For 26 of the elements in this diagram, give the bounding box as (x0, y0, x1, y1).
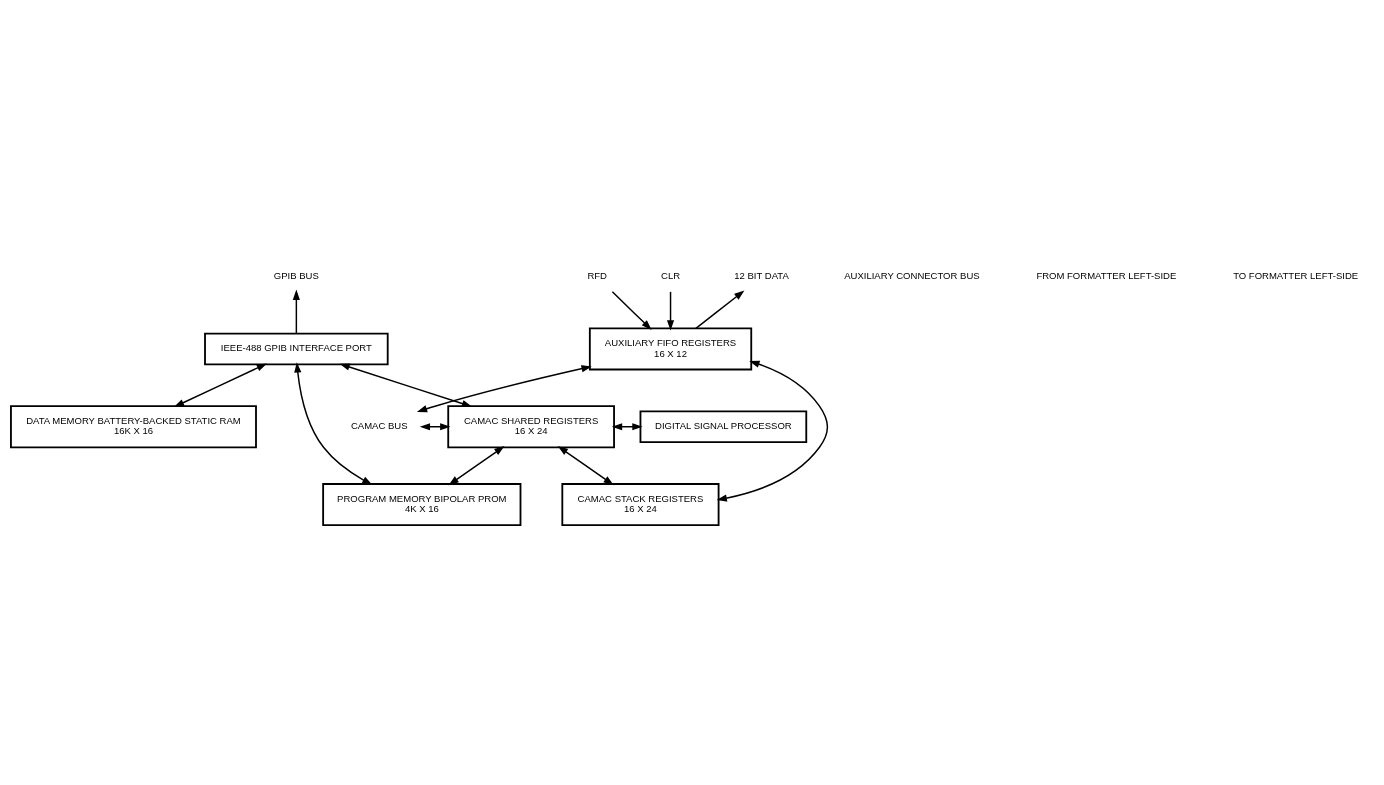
node-text: CLR (661, 269, 681, 281)
label: TO FORMATTER LEFT-SIDE (1233, 269, 1359, 281)
node-text: RFD (587, 269, 607, 281)
arrow (448, 445, 505, 485)
node-box: CAMAC STACK REGISTERS 16 X 24 (561, 482, 720, 526)
node-text: GPIB BUS (273, 269, 319, 281)
node-box: DIGITAL SIGNAL PROCESSOR (639, 409, 808, 443)
arrow (173, 362, 267, 407)
node-text: CAMAC BUS (350, 419, 408, 431)
arrow (416, 364, 592, 412)
node-text: 12 BIT DATA (734, 269, 789, 281)
arrow (294, 361, 373, 485)
label: AUXILIARY CONNECTOR BUS (844, 269, 980, 281)
arrow (611, 290, 652, 330)
node-box: PROGRAM MEMORY BIPOLAR PROM 4K X 16 (322, 482, 522, 526)
node-box: IEEE-488 GPIB INTERFACE PORT (204, 332, 389, 365)
arrow (695, 289, 745, 329)
node-box: DATA MEMORY BATTERY-BACKED STATIC RAM 16K X 16 (10, 404, 257, 448)
node-box: AUXILIARY FIFO REGISTERS 16 X 12 (588, 327, 753, 370)
arrow (557, 445, 614, 485)
arrow (339, 363, 473, 407)
arrow (716, 360, 829, 502)
label: FROM FORMATTER LEFT-SIDE (1036, 269, 1177, 281)
arrow (666, 290, 675, 331)
node-box: CAMAC SHARED REGISTERS 16 X 24 (447, 404, 615, 448)
arrow (292, 289, 300, 334)
